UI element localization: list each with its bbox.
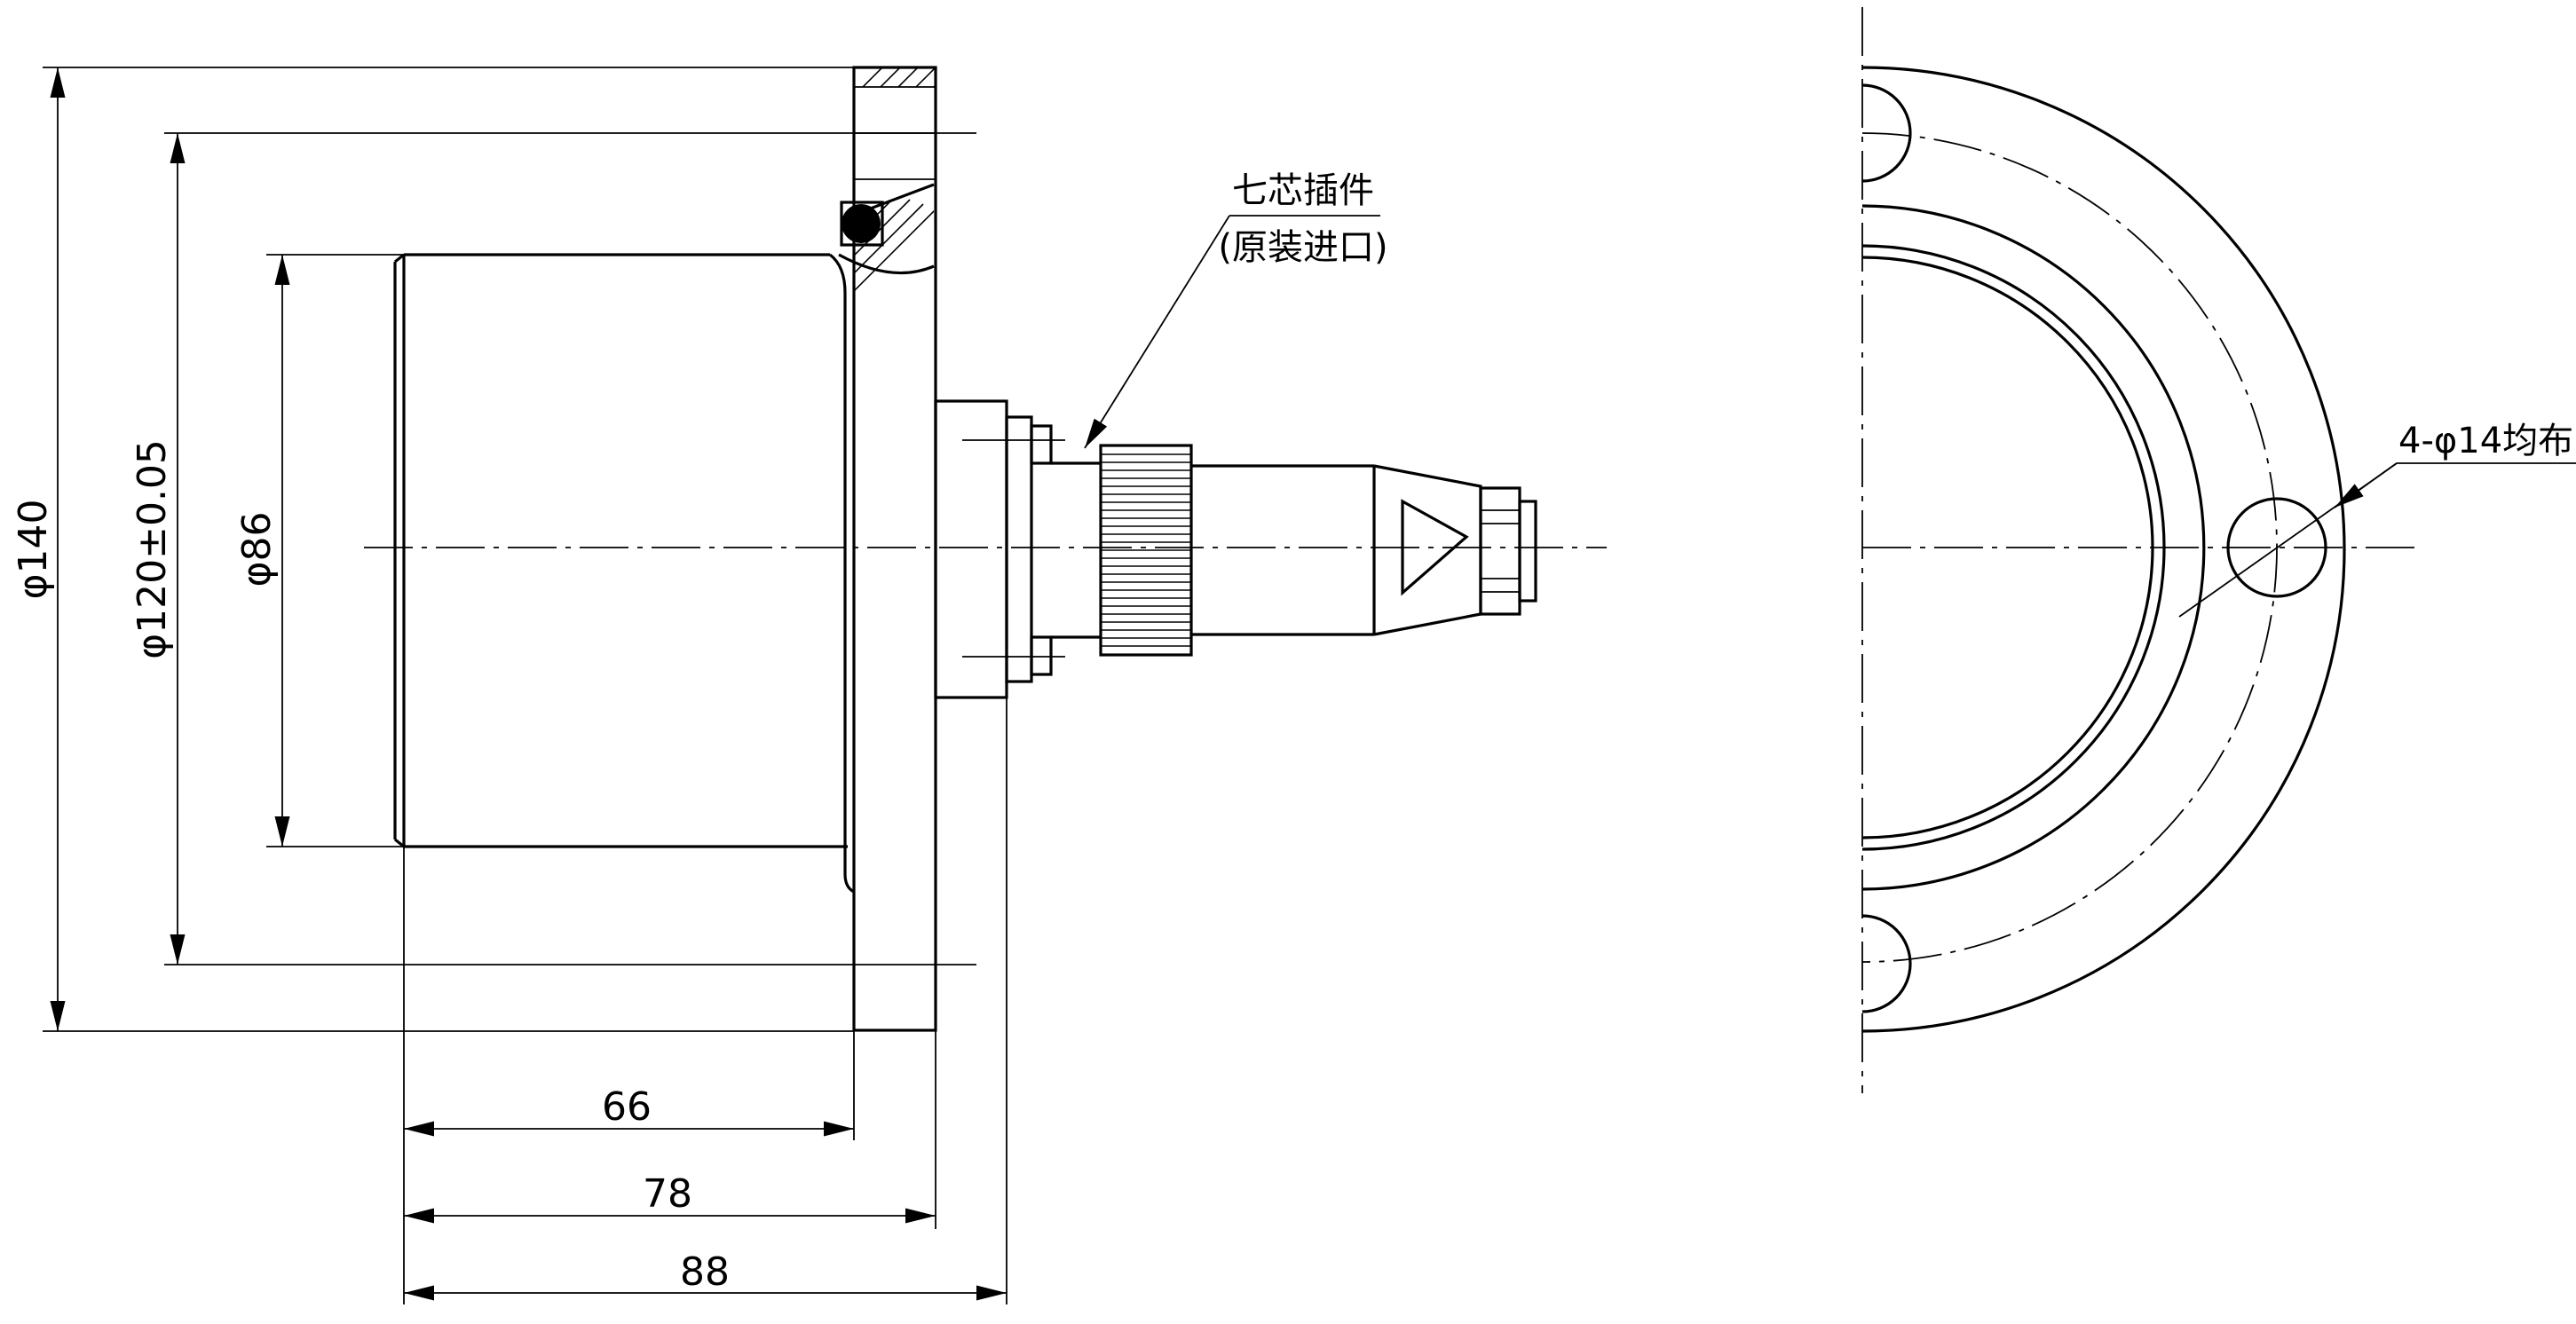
dim-d86-label: φ86 xyxy=(234,511,280,587)
connector-note: 七芯插件 (原装进口) xyxy=(1084,170,1388,449)
dim-len88: 88 xyxy=(404,1249,1007,1301)
half-hole-top xyxy=(1861,83,1912,183)
dim-d120-label: φ120±0.05 xyxy=(130,439,175,659)
dim-len78-label: 78 xyxy=(643,1171,692,1217)
connector-plug xyxy=(1191,464,1537,636)
dim-len66: 66 xyxy=(404,1084,854,1137)
bolt-hole xyxy=(2226,497,2327,598)
body-outer-arc xyxy=(1861,204,2206,891)
knurled-nut xyxy=(1099,444,1193,657)
dim-len88-label: 88 xyxy=(680,1249,730,1295)
half-hole-bottom xyxy=(1861,914,1912,1013)
side-view: φ140 φ120±0.05 φ86 66 78 88 七芯插件 (原装进 xyxy=(11,66,1607,1304)
flange xyxy=(838,66,937,1032)
dim-len78: 78 xyxy=(404,1171,936,1224)
rear-boss xyxy=(934,399,1101,699)
extension-lines xyxy=(43,67,1007,1304)
holes-note-label: 4-φ14均布 xyxy=(2398,421,2573,461)
dim-d86: φ86 xyxy=(234,255,290,847)
holes-note: 4-φ14均布 xyxy=(2178,421,2576,618)
o-ring xyxy=(842,204,881,243)
sensor-body xyxy=(393,253,855,894)
body-inner-arc-2 xyxy=(1861,256,2154,839)
body-inner-arc xyxy=(1861,244,2166,851)
front-half-view: 4-φ14均布 xyxy=(1861,7,2576,1093)
connector-note-line1: 七芯插件 xyxy=(1232,170,1374,211)
dim-d140: φ140 xyxy=(11,67,66,1031)
connector-note-line2: (原装进口) xyxy=(1218,227,1387,268)
dim-len66-label: 66 xyxy=(602,1084,652,1130)
dim-d140-label: φ140 xyxy=(11,499,56,599)
flange-outer-arc xyxy=(1861,66,2346,1033)
dim-d120: φ120±0.05 xyxy=(130,133,186,965)
